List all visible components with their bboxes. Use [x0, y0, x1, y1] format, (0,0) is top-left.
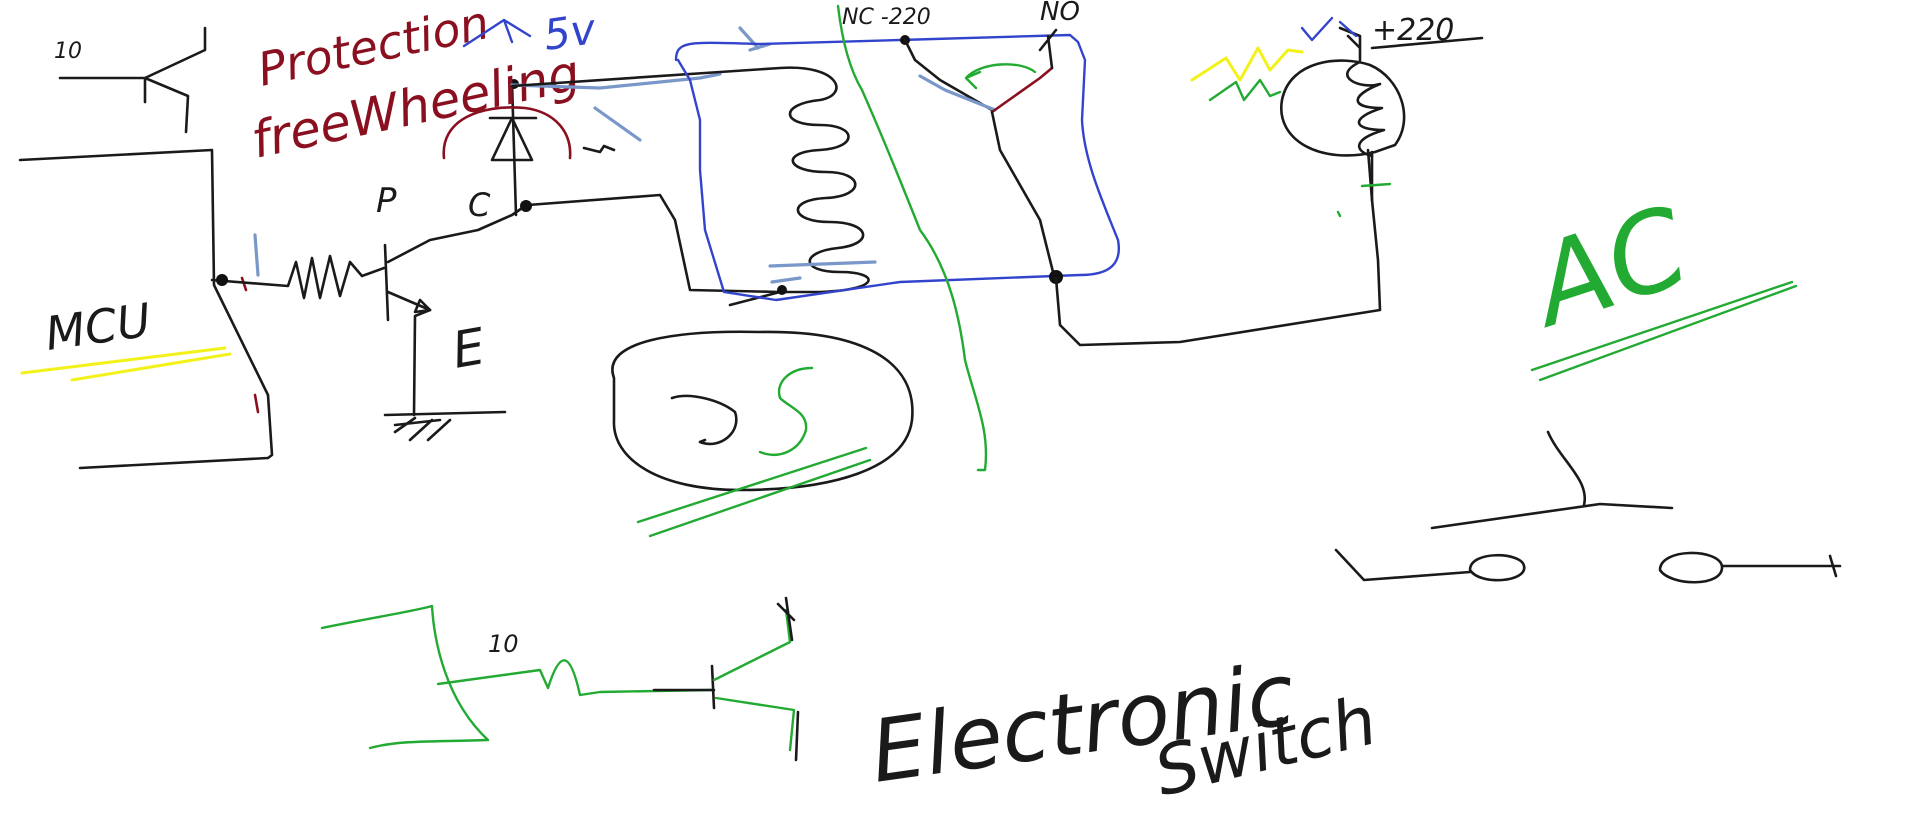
relay-contacts: NC -220 NO [842, 0, 1382, 347]
top-left-switch-sketch: 10 [54, 26, 207, 134]
collector-wire [526, 193, 782, 294]
relay-divider-line [836, 4, 988, 472]
ac-annotation: AC [1513, 182, 1798, 382]
relay-coil [510, 26, 877, 307]
label-ten-bottom: 10 [488, 630, 519, 658]
switch-symbol [1334, 430, 1842, 584]
circled-note [611, 330, 914, 538]
label-ac: AC [1513, 182, 1703, 353]
label-nc-220: NC -220 [842, 5, 931, 30]
electronic-switch-sketch: 10 Electronic Switch [320, 596, 1384, 812]
label-plus-220: +220 [1372, 13, 1454, 48]
label-mcu: MCU [42, 293, 154, 361]
label-five-v: 5v [541, 4, 600, 60]
lamp-load: +220 [1190, 13, 1484, 218]
five-v-arrow [462, 18, 532, 48]
label-c: C [468, 186, 491, 224]
label-no: NO [1040, 0, 1080, 27]
label-e: E [448, 317, 490, 380]
relay-enclosure[interactable] [674, 33, 1121, 302]
transistor-driver-stage: P C E [210, 181, 530, 442]
mcu-block: MCU [18, 148, 274, 470]
label-ten-top: 10 [54, 39, 82, 64]
label-p: P [376, 181, 397, 221]
